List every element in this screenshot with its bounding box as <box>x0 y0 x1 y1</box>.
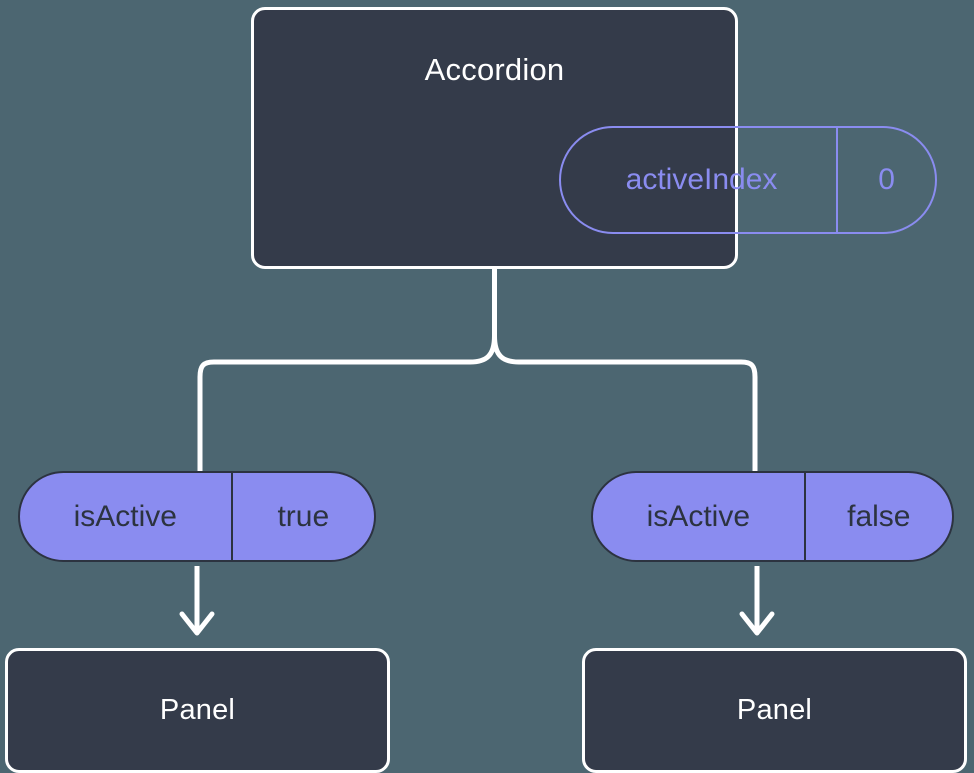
arrow-left-head <box>179 611 215 636</box>
prop-pill-isactive-false[interactable]: isActive false <box>591 471 954 562</box>
prop-pill-right-key: isActive <box>646 499 750 533</box>
prop-pill-right-value: false <box>803 473 952 560</box>
panel-left-label: Panel <box>159 694 236 726</box>
trunk-connector <box>197 266 497 474</box>
state-pill-key: activeIndex <box>625 163 778 196</box>
state-pill-value: 0 <box>836 128 935 232</box>
trunk-connector-right <box>492 333 758 474</box>
state-pill-activeindex[interactable]: activeIndex 0 <box>559 126 937 234</box>
accordion-node-label: Accordion <box>424 52 565 87</box>
node-panel-right[interactable]: Panel <box>582 648 967 773</box>
panel-right-label: Panel <box>736 694 813 726</box>
arrow-right-head <box>739 611 775 636</box>
node-accordion[interactable]: Accordion activeIndex 0 <box>251 7 937 269</box>
node-panel-left[interactable]: Panel <box>5 648 390 773</box>
prop-pill-isactive-true[interactable]: isActive true <box>18 471 376 562</box>
prop-pill-left-key: isActive <box>73 499 177 533</box>
prop-pill-left-value: true <box>230 473 374 560</box>
